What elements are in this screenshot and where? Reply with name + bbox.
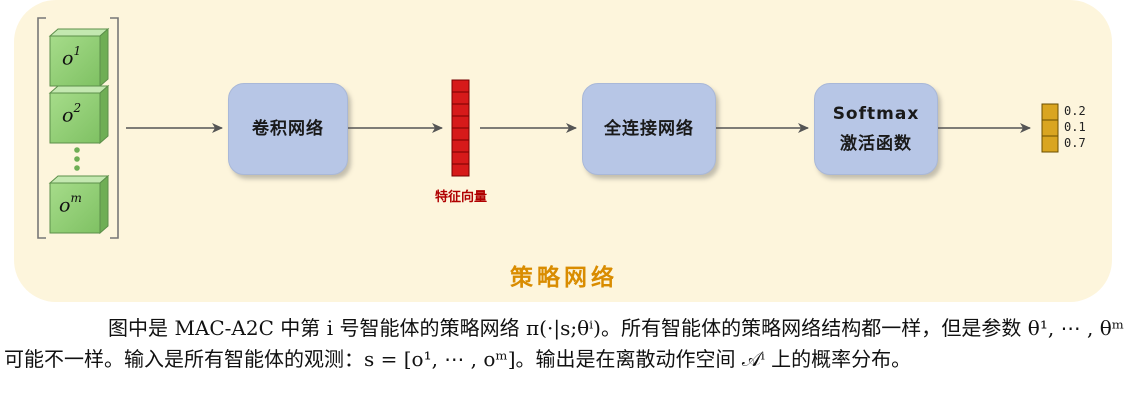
observation-label-m: om [59, 193, 82, 216]
activation-function-label: 激活函数 [840, 129, 912, 159]
fc-network-label: 全连接网络 [604, 114, 694, 144]
softmax-node: Softmax 激活函数 [814, 83, 938, 175]
output-prob-1: 0.2 [1064, 104, 1086, 118]
output-probability-vector [1042, 104, 1058, 152]
diagram-title: 策略网络 [0, 258, 1128, 292]
fc-network-node: 全连接网络 [582, 83, 716, 175]
vertical-ellipsis [74, 147, 80, 171]
figure-caption: 图中是 MAC-A2C 中第 i 号智能体的策略网络 π(·|s;θⁱ)。所有智… [4, 313, 1124, 375]
observation-label-1: o1 [62, 46, 81, 69]
conv-network-node: 卷积网络 [228, 83, 348, 175]
feature-vector [452, 80, 469, 176]
observation-label-2: o2 [62, 103, 81, 126]
feature-vector-label: 特征向量 [416, 186, 506, 205]
conv-network-label: 卷积网络 [252, 114, 324, 144]
output-prob-3: 0.7 [1064, 136, 1086, 150]
output-prob-2: 0.1 [1064, 120, 1086, 134]
softmax-label: Softmax [833, 99, 920, 129]
policy-network-diagram [0, 0, 1128, 302]
